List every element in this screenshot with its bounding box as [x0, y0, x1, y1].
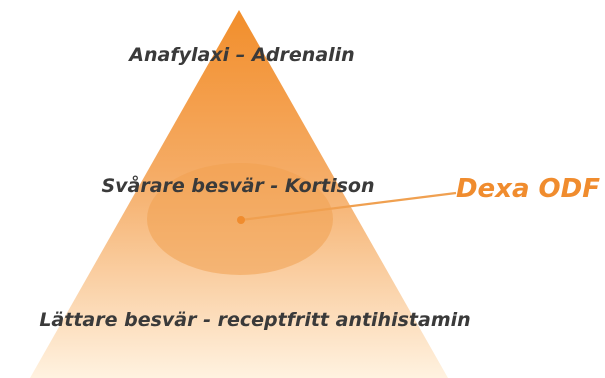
tier-label-bottom: Lättare besvär - receptfritt antihistami…: [39, 309, 470, 331]
callout-dot: [237, 216, 245, 224]
callout-line: [240, 191, 457, 222]
tier-label-middle: Svårare besvär - Kortison: [101, 173, 374, 197]
callout-label: Dexa ODF: [456, 174, 600, 204]
tier-label-top: Anafylaxi – Adrenalin: [127, 44, 354, 66]
